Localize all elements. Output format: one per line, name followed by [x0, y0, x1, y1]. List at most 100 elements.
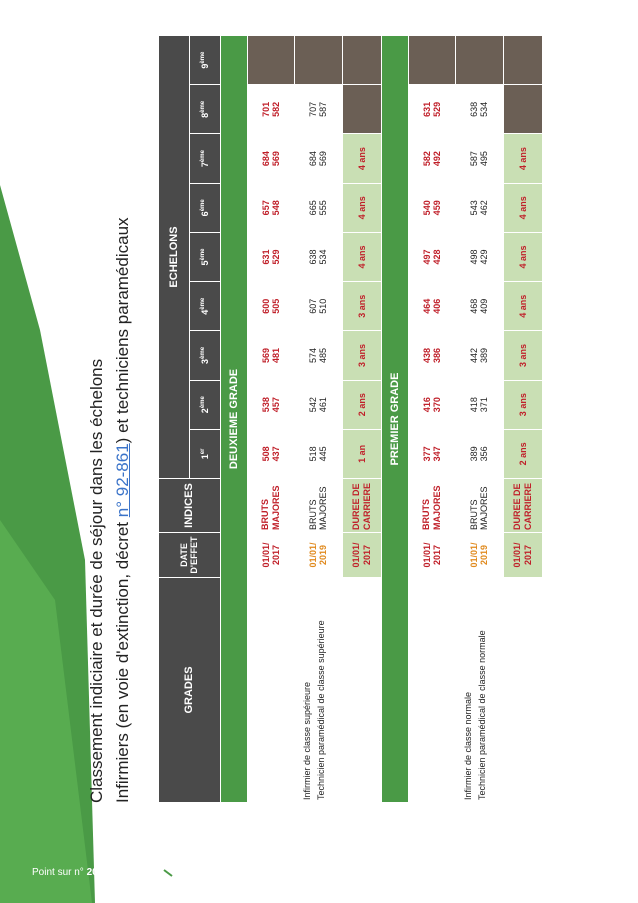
- grade-name: Infirmier de classe normale: [462, 691, 473, 800]
- echelon-suffix: ème: [199, 51, 206, 64]
- brut-value: 442: [469, 347, 480, 363]
- brut-value: 631: [260, 249, 271, 265]
- duration-value: 3 ans: [503, 380, 543, 430]
- bruts-label: BRUTS: [468, 499, 479, 530]
- majore-value: 582: [270, 101, 281, 117]
- grade-name: Technicien paramédical de classe supérie…: [316, 620, 327, 800]
- echelon-suffix: ème: [199, 150, 206, 163]
- majores-label: MAJORES: [318, 486, 329, 530]
- echelon-suffix: er: [199, 448, 206, 455]
- majore-value: 587: [318, 101, 329, 117]
- duration-value: 3 ans: [342, 281, 382, 331]
- majore-value: 534: [318, 249, 329, 265]
- empty-cell: [408, 35, 456, 85]
- majore-value: 461: [318, 397, 329, 413]
- majore-value: 370: [431, 397, 442, 413]
- echelon-header: 9ème: [189, 35, 221, 85]
- duration-value: 4 ans: [342, 133, 382, 184]
- majore-value: 406: [431, 298, 442, 314]
- brut-value: 468: [469, 298, 480, 314]
- echelon-number: 9: [199, 63, 210, 69]
- section-title: PREMIER GRADE: [381, 35, 409, 803]
- majore-value: 457: [270, 397, 281, 413]
- majore-value: 529: [270, 249, 281, 265]
- echelon-suffix: ème: [199, 346, 206, 359]
- echelon-number: 6: [199, 211, 210, 217]
- duration-value: 1 an: [342, 429, 382, 479]
- brut-value: 508: [260, 446, 271, 462]
- brut-value: 389: [469, 446, 480, 462]
- majore-value: 555: [318, 200, 329, 216]
- section-band-row: DEUXIEME GRADE: [220, 35, 248, 803]
- bruts-label: BRUTS: [260, 499, 271, 530]
- echelon-suffix: ème: [199, 297, 206, 310]
- empty-cell: [342, 84, 382, 134]
- brut-value: 416: [421, 397, 432, 413]
- majore-value: 429: [479, 249, 490, 265]
- echelon-suffix: ème: [199, 396, 206, 409]
- brut-value: 418: [469, 397, 480, 413]
- brut-value: 498: [469, 249, 480, 265]
- duration-value: 3 ans: [503, 330, 543, 381]
- header-indices: INDICES: [158, 478, 221, 533]
- majore-value: 386: [431, 347, 442, 363]
- echelon-number: 8: [199, 112, 210, 118]
- brut-value: 638: [469, 101, 480, 117]
- empty-cell: [455, 35, 504, 85]
- brut-value: 665: [308, 200, 319, 216]
- majore-value: 495: [479, 151, 490, 167]
- duration-value: 4 ans: [503, 281, 543, 331]
- majore-value: 445: [318, 446, 329, 462]
- title-block: Classement indiciaire et durée de séjour…: [83, 35, 158, 803]
- duration-label: DUREE DE CARRIERE: [503, 478, 543, 533]
- majore-value: 437: [270, 446, 281, 462]
- decree-link[interactable]: n° 92-861: [113, 443, 132, 518]
- duration-value: 4 ans: [342, 183, 382, 233]
- echelon-suffix: ème: [199, 199, 206, 212]
- footer-prefix: Point sur n°: [32, 867, 87, 878]
- echelon-number: 4: [199, 309, 210, 315]
- brut-value: 600: [260, 298, 271, 314]
- title-line2-end: ) et techniciens paramédicaux: [113, 217, 132, 444]
- echelon-header: 8ème: [189, 84, 221, 134]
- echelon-header: 5ème: [189, 232, 221, 282]
- effective-date: 01/01/ 2017: [408, 532, 456, 578]
- brut-value: 638: [308, 249, 319, 265]
- brut-value: 518: [308, 446, 319, 462]
- echelon-number: 3: [199, 358, 210, 364]
- majore-value: 356: [479, 446, 490, 462]
- brut-value: 582: [421, 151, 432, 167]
- echelon-header: 1er: [189, 429, 221, 479]
- empty-cell: [247, 35, 295, 85]
- duration-value: 4 ans: [503, 133, 543, 184]
- header-date: DATE D'EFFET: [158, 532, 221, 578]
- echelon-number: 5: [199, 260, 210, 266]
- duration-value: 2 ans: [503, 429, 543, 479]
- majore-value: 462: [479, 200, 490, 216]
- effective-date: 01/01/ 2019: [294, 532, 343, 578]
- brut-value: 701: [260, 101, 271, 117]
- header-echelons: ECHELONS: [158, 35, 190, 479]
- majore-value: 459: [431, 200, 442, 216]
- duration-value: 4 ans: [342, 232, 382, 282]
- title-line2-start: Infirmiers (en voie d'extinction, décret: [113, 517, 132, 803]
- majore-value: 548: [270, 200, 281, 216]
- footer-page: / p. 4: [122, 867, 148, 878]
